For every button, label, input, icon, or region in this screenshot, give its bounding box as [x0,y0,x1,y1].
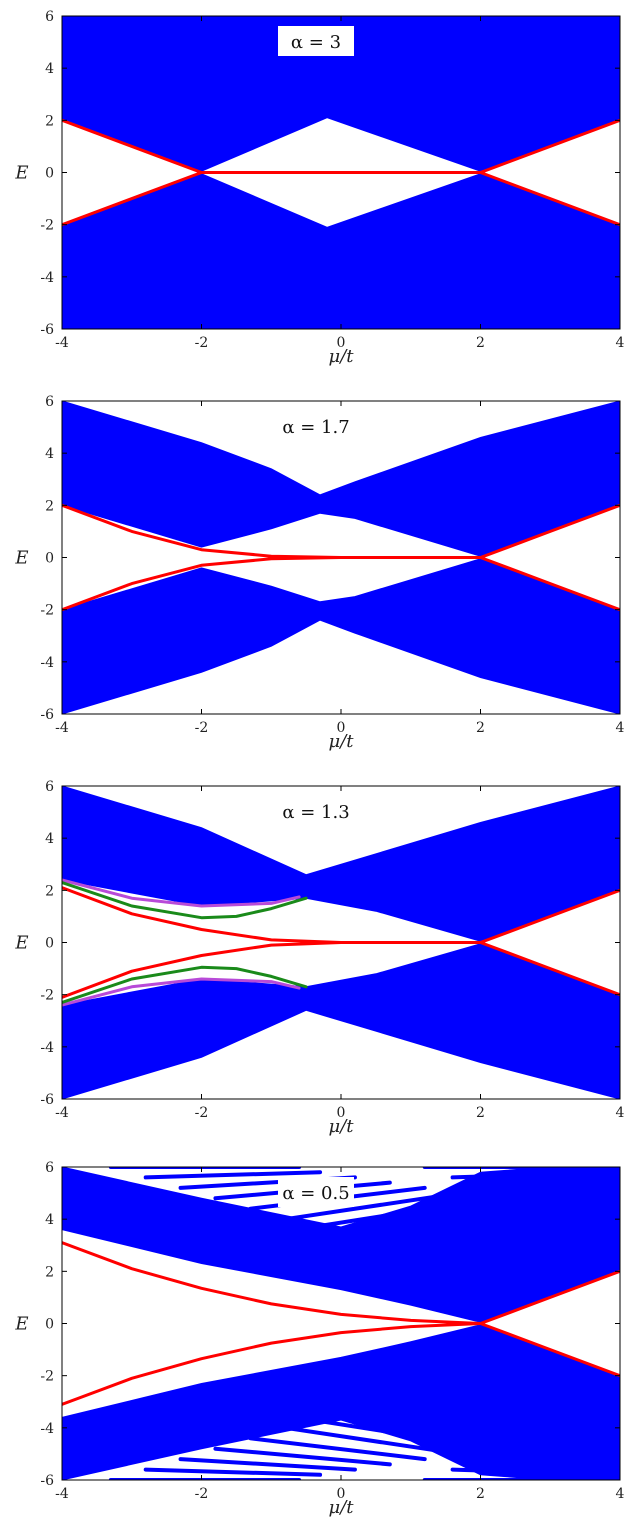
x-tick-label: -4 [55,720,69,736]
x-tick-label: 4 [616,720,625,736]
panel-title: α = 1.7 [282,417,349,438]
x-axis-label: μ/t [329,1497,355,1518]
y-tick-label: -4 [40,1421,54,1437]
y-axis-label: E [14,548,28,569]
y-tick-label: -6 [40,1473,54,1489]
plot-area [62,401,620,714]
magenta-curve [62,977,301,1007]
x-tick-label: -2 [195,1105,209,1121]
x-tick-label: -2 [195,1486,209,1502]
x-tick-label: 2 [476,335,485,351]
edge-curve [62,888,620,999]
y-axis-label: E [14,933,28,954]
green-curve [62,881,308,920]
plot-area [62,16,620,329]
y-axis-label: E [14,163,28,184]
bulk-band-lower [62,558,620,714]
bulk-subband-line [143,1467,323,1477]
y-tick-label: 4 [45,1212,54,1228]
x-axis-label: μ/t [329,346,355,367]
y-tick-label: -2 [40,1369,54,1385]
x-tick-label: 0 [337,335,346,351]
bulk-subband-line [178,1457,357,1472]
magenta-curve [62,878,301,908]
bulk-subband-line [283,1425,462,1456]
y-tick-label: 4 [45,61,54,77]
y-tick-label: 2 [45,498,54,514]
x-tick-label: -4 [55,1105,69,1121]
y-tick-label: 4 [45,831,54,847]
edge-curve [62,1269,620,1406]
x-axis-label: μ/t [329,731,355,752]
edge-curve [62,1241,620,1378]
y-tick-label: -6 [40,707,54,723]
x-tick-label: 2 [476,1486,485,1502]
panel-title-bg [278,411,354,441]
panel-title-bg [278,26,354,56]
bulk-subband-line [213,1446,392,1467]
green-curve [62,965,308,1004]
y-tick-label: -2 [40,218,54,234]
plot-area [62,786,620,1099]
y-tick-label: 0 [45,166,54,182]
y-tick-label: 4 [45,446,54,462]
x-tick-label: 2 [476,1105,485,1121]
y-tick-label: -4 [40,270,54,286]
x-tick-label: 0 [337,1105,346,1121]
x-tick-label: -2 [195,335,209,351]
x-tick-label: -4 [55,1486,69,1502]
bulk-subband-line [311,1196,497,1229]
bulk-subband-line [283,1191,462,1222]
y-tick-label: -6 [40,1092,54,1108]
y-tick-label: -4 [40,655,54,671]
x-axis-label: μ/t [329,1116,355,1137]
x-tick-label: 4 [616,335,625,351]
bulk-subband-line [248,1436,427,1462]
y-tick-label: 0 [45,551,54,567]
x-tick-label: -2 [195,720,209,736]
panel-title: α = 1.3 [282,802,349,823]
x-tick-label: -4 [55,335,69,351]
bulk-subband-line [143,1170,323,1180]
y-tick-label: -2 [40,988,54,1004]
bulk-band-lower [62,1324,620,1480]
y-tick-label: 2 [45,1264,54,1280]
bulk-subband-line [311,1418,497,1451]
bulk-subband-line [450,1170,620,1180]
edge-curve [62,118,620,227]
y-tick-label: 2 [45,883,54,899]
x-tick-label: 0 [337,1486,346,1502]
y-tick-label: -4 [40,1040,54,1056]
plot-area [62,1167,620,1480]
y-tick-label: 2 [45,113,54,129]
y-tick-label: -6 [40,322,54,338]
y-tick-label: 6 [45,779,54,795]
y-axis-label: E [14,1314,28,1335]
panel-title: α = 3 [291,32,341,53]
panel-title: α = 0.5 [282,1183,349,1204]
edge-curve [62,503,620,612]
y-tick-label: 6 [45,1160,54,1176]
x-tick-label: 4 [616,1486,625,1502]
bulk-band-upper [62,401,620,557]
y-tick-label: 6 [45,394,54,410]
panel-title-bg [278,796,354,826]
x-tick-label: 2 [476,720,485,736]
y-tick-label: 0 [45,1317,54,1333]
y-tick-label: 0 [45,936,54,952]
y-tick-label: -2 [40,603,54,619]
bulk-band-lower [62,173,620,329]
panel-title-bg [278,1177,354,1207]
bulk-subband-line [450,1467,620,1477]
x-tick-label: 0 [337,720,346,736]
x-tick-label: 4 [616,1105,625,1121]
y-tick-label: 6 [45,9,54,25]
